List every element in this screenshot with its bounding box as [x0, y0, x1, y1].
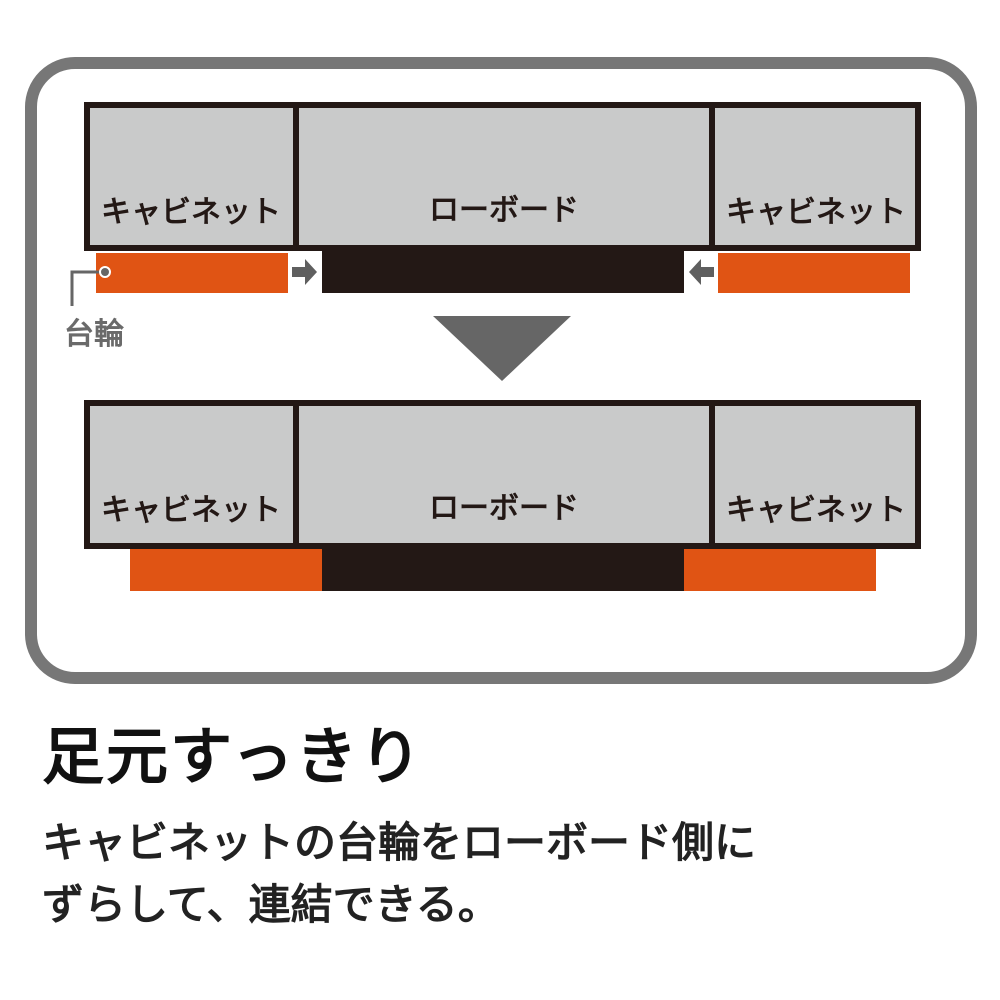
- left-cabinet: [84, 102, 299, 251]
- description-line-2: ずらして、連結できる。: [42, 880, 500, 929]
- before-assembly: キャビネット ローボード キャビネット 台輪: [64, 102, 921, 352]
- lowboard: [293, 102, 715, 251]
- description: キャビネットの台輪をローボード側に ずらして、連結できる。: [42, 812, 756, 936]
- right-cabinet-label: キャビネット: [726, 195, 906, 230]
- after-assembly: キャビネット ローボード キャビネット: [84, 400, 921, 591]
- left-caster: [96, 253, 288, 293]
- left-cabinet-label: キャビネット: [101, 195, 281, 230]
- left-caster-shifted: [130, 548, 322, 591]
- right-cabinet: [709, 102, 921, 251]
- right-caster-shifted: [684, 548, 876, 591]
- heading: 足元すっきり: [42, 720, 424, 793]
- right-caster: [718, 253, 910, 293]
- arrow-right-icon: [292, 259, 317, 285]
- caster-callout: 台輪: [64, 266, 125, 352]
- lowboard: [293, 400, 715, 549]
- right-cabinet-label: キャビネット: [726, 493, 906, 528]
- left-cabinet: [84, 400, 299, 549]
- lowboard-label: ローボード: [429, 193, 579, 228]
- left-cabinet-label: キャビネット: [101, 493, 281, 528]
- right-cabinet: [709, 400, 921, 549]
- caster-label: 台輪: [64, 317, 125, 352]
- lowboard-label: ローボード: [429, 491, 579, 526]
- description-line-1: キャビネットの台輪をローボード側に: [42, 818, 757, 867]
- down-arrow-icon: [433, 316, 571, 381]
- lowboard-base: [322, 546, 684, 591]
- lowboard-base: [322, 248, 684, 293]
- arrow-left-icon: [689, 259, 714, 285]
